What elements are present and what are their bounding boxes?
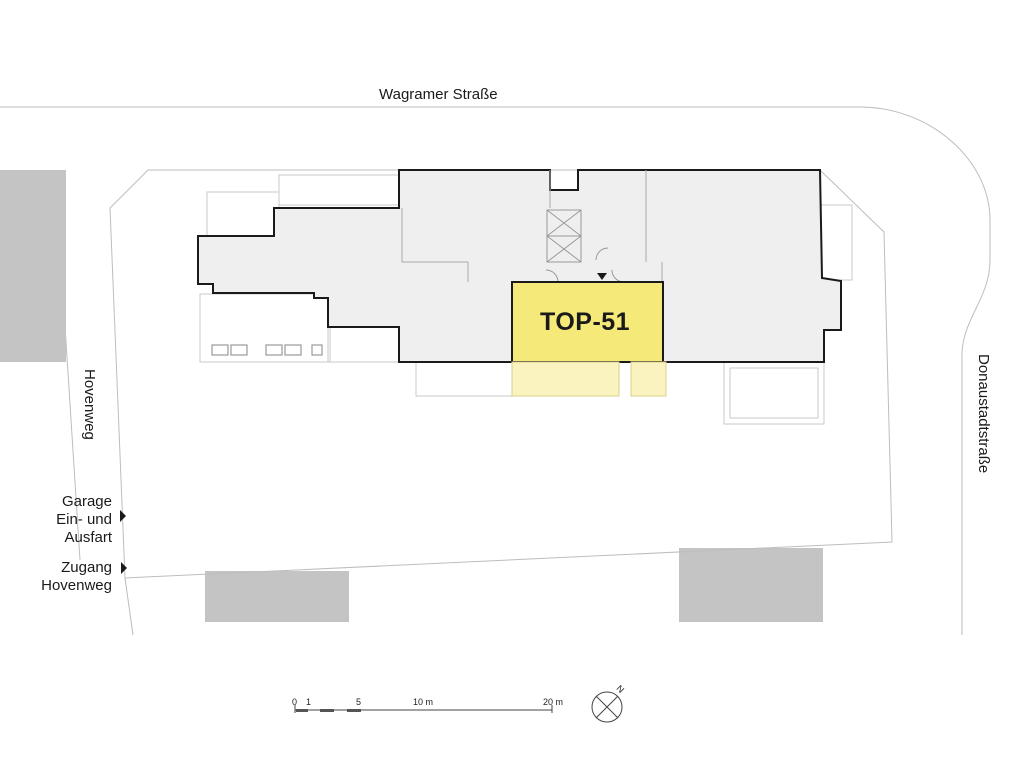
access-arrow-icon xyxy=(121,562,127,574)
unit-balcony-left xyxy=(511,361,620,397)
scale-tick-0: 0 xyxy=(292,697,298,707)
neighbor-building-south-east xyxy=(679,548,823,622)
elevator-shafts xyxy=(546,209,582,263)
scale-tick-1: 1 xyxy=(306,697,312,707)
compass-icon xyxy=(591,691,623,723)
street-label-wagramer: Wagramer Straße xyxy=(379,86,498,103)
lot-edge-south xyxy=(124,577,134,636)
scale-tick-10: 10 m xyxy=(413,697,434,707)
garage-arrow-icon xyxy=(120,510,126,522)
main-building xyxy=(197,169,842,363)
garage-line-2: Ein- und xyxy=(56,511,112,528)
access-line-1: Zugang xyxy=(61,559,112,576)
scale-tick-5: 5 xyxy=(356,697,362,707)
access-entrance-label: Zugang Hovenweg xyxy=(41,559,112,595)
street-label-hovenweg: Hovenweg xyxy=(81,369,98,440)
scale-tick-20: 20 m xyxy=(543,697,564,707)
street-edge-top xyxy=(0,106,991,635)
unit-balcony-right xyxy=(630,361,667,397)
neighbor-building-west xyxy=(0,170,66,362)
unit-label: TOP-51 xyxy=(540,308,631,336)
garage-line-3: Ausfart xyxy=(64,529,112,546)
parking-boxes xyxy=(211,344,323,356)
unit-entrance-marker xyxy=(597,273,607,280)
scale-bar xyxy=(294,705,553,713)
garage-entrance-label: Garage Ein- und Ausfart xyxy=(56,493,112,547)
access-line-2: Hovenweg xyxy=(41,577,112,594)
garage-line-1: Garage xyxy=(61,493,112,510)
unit-top-51[interactable] xyxy=(511,281,664,363)
street-label-donaustadt: Donaustadtstraße xyxy=(975,354,992,474)
interior-walls xyxy=(401,170,663,282)
neighbor-building-south-west xyxy=(205,571,349,622)
